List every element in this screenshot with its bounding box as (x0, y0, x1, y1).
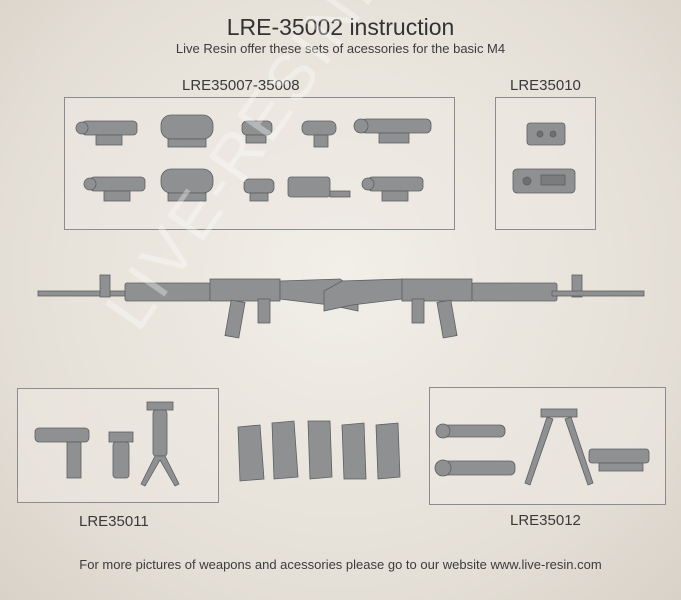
magazine-icon (237, 424, 265, 482)
magazines-image (237, 420, 401, 482)
weapon-light-icon (435, 423, 506, 439)
page-title: LRE-35002 instruction (226, 14, 455, 40)
magazine-3-icon (307, 420, 333, 480)
peq-laser-icon (526, 122, 566, 146)
rifle-scope-icon (353, 118, 432, 144)
page-subtitle: Live Resin offer these sets of acessorie… (175, 41, 506, 56)
magnifier-icon (241, 120, 273, 144)
m4-rifles-image (37, 274, 645, 339)
laser-image (512, 122, 576, 194)
magazine-2-icon (271, 420, 299, 480)
grips-set-label: LRE35011 (79, 513, 149, 530)
folded-bipod-icon (588, 448, 650, 472)
optics-image (75, 114, 432, 202)
holo-sight-icon (287, 176, 351, 198)
magnifier-2-icon (243, 178, 275, 202)
peq-laser-2-icon (512, 168, 576, 194)
optics-set-label: LRE35007-35008 (182, 77, 300, 94)
m4-rifle-left-icon (37, 274, 359, 339)
bipods-set-box (429, 387, 666, 505)
bipod-icon (524, 408, 594, 486)
weapon-light-2-icon (434, 459, 516, 477)
short-grip-icon (108, 431, 134, 479)
bipods-set-label: LRE35012 (510, 512, 581, 529)
magazine-4-icon (341, 422, 367, 480)
laser-set-label: LRE35010 (510, 77, 581, 94)
footer-text: For more pictures of weapons and acessor… (79, 557, 602, 572)
acog-scope-3-icon (361, 176, 424, 202)
red-dot-sight-icon (301, 120, 337, 148)
m4-rifle-right-icon (323, 274, 645, 339)
eotech-sight-2-icon (160, 168, 214, 202)
laser-set-box (495, 97, 596, 230)
magazine-5-icon (375, 422, 401, 480)
bipods-image (434, 408, 650, 486)
light-grip-icon (34, 427, 90, 479)
bipod-grip-icon (140, 401, 180, 487)
grips-image (34, 401, 180, 487)
eotech-sight-icon (160, 114, 214, 148)
acog-scope-icon (75, 120, 138, 146)
acog-scope-2-icon (83, 176, 146, 202)
